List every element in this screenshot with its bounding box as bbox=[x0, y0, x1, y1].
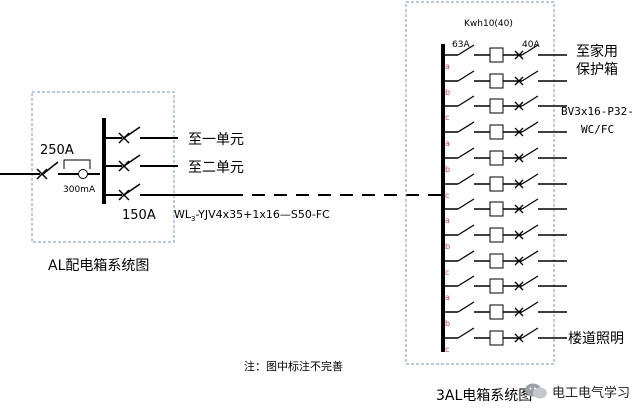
cable-spec-rest: -YJV4x35+1x16—S50-FC bbox=[195, 208, 330, 221]
breaker-right-rating: 40A bbox=[522, 40, 540, 50]
phase-label: c bbox=[445, 191, 449, 200]
branch-row bbox=[443, 173, 567, 192]
phase-label: a bbox=[445, 139, 450, 148]
feeder-circuit bbox=[104, 183, 443, 201]
outgoing-circuit-1 bbox=[104, 126, 178, 144]
branch-row bbox=[443, 121, 567, 140]
branch-row bbox=[443, 70, 567, 89]
rcd-symbol bbox=[63, 159, 91, 179]
phase-label: a bbox=[445, 216, 450, 225]
3al-box-frame bbox=[405, 1, 555, 365]
branch-row bbox=[443, 198, 567, 217]
out-label-household: 至家用 bbox=[576, 43, 618, 60]
phase-label: a bbox=[445, 62, 450, 71]
branch-row bbox=[443, 95, 567, 114]
outgoing-circuit-2 bbox=[104, 154, 178, 172]
branch-row bbox=[443, 44, 567, 63]
cable-spec-prefix: WL bbox=[174, 208, 192, 221]
phase-label: a bbox=[445, 293, 450, 302]
meter-label: Kwh10(40) bbox=[464, 19, 513, 29]
phase-label: b bbox=[445, 319, 450, 328]
3al-caption: 3AL电箱系统图 bbox=[436, 388, 532, 404]
wire-spec-line-1: BV3x16-P32- bbox=[561, 105, 634, 118]
phase-label: b bbox=[445, 88, 450, 97]
breaker-left-rating: 63A bbox=[452, 40, 470, 50]
watermark: 电工电气学习 bbox=[524, 378, 630, 404]
output-label-1: 至一单元 bbox=[188, 132, 244, 148]
branch-circuits: a b c a b c a b c a b c bbox=[443, 44, 567, 354]
note-text: 注：图中标注不完善 bbox=[244, 359, 343, 373]
branch-row bbox=[443, 250, 567, 269]
cable-spec-sub: 3 bbox=[191, 215, 195, 223]
main-breaker-rating: 250A bbox=[40, 143, 74, 158]
cable-spec: WL3-YJV4x35+1x16—S50-FC bbox=[174, 208, 330, 223]
al-caption: AL配电箱系统图 bbox=[48, 258, 149, 274]
branch-row bbox=[443, 147, 567, 166]
phase-label: c bbox=[445, 113, 449, 122]
phase-label: c bbox=[445, 345, 449, 354]
branch-row bbox=[443, 327, 567, 346]
wechat-icon bbox=[524, 383, 547, 399]
watermark-text: 电工电气学习 bbox=[551, 385, 630, 401]
stair-light-label: 楼道照明 bbox=[568, 331, 624, 347]
phase-label: c bbox=[445, 268, 449, 277]
branch-row bbox=[443, 224, 567, 243]
branch-row bbox=[443, 301, 567, 320]
branch-row bbox=[443, 275, 567, 294]
feeder-rating: 150A bbox=[122, 208, 156, 223]
rcd-rating: 300mA bbox=[63, 185, 96, 195]
output-label-2: 至二单元 bbox=[188, 160, 244, 176]
wire-spec-line-2: WC/FC bbox=[581, 123, 614, 136]
out-label-protection-box: 保护箱 bbox=[576, 62, 618, 78]
phase-label: b bbox=[445, 165, 450, 174]
phase-label: b bbox=[445, 242, 450, 251]
